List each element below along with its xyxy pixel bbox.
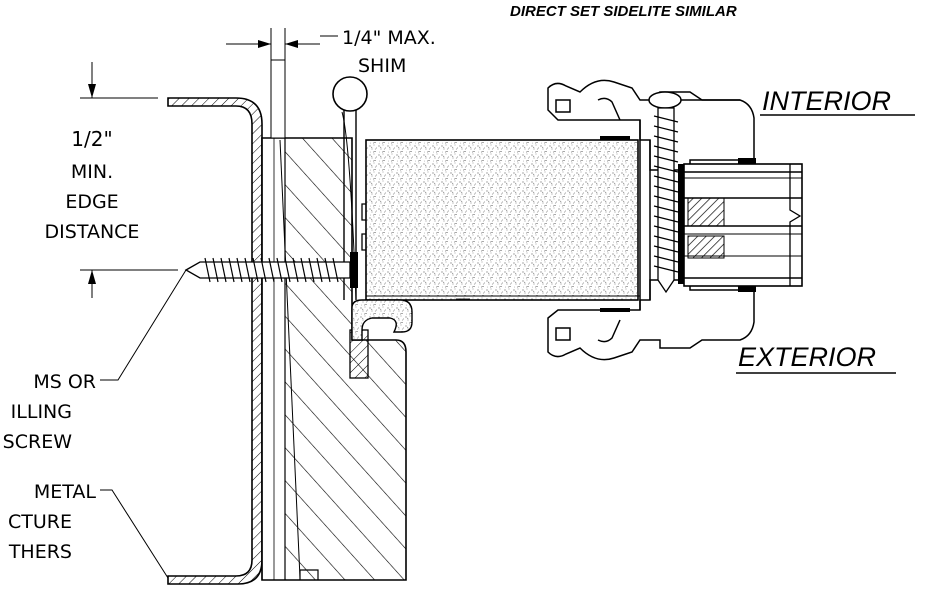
- interior-label: INTERIOR: [762, 86, 891, 116]
- leader-lines: [100, 35, 338, 579]
- metal-label-line1: METAL: [34, 481, 97, 503]
- screw-label-line3: SCREW: [3, 431, 73, 453]
- exterior-label: EXTERIOR: [738, 342, 876, 372]
- finish-nail: [332, 76, 368, 301]
- shim-label-line2: SHIM: [358, 55, 406, 77]
- metal-label-line3: THERS: [8, 541, 72, 563]
- screw-label-line2: ILLING: [11, 401, 72, 423]
- metal-label-line2: CTURE: [8, 511, 72, 533]
- edge-label-line4: DISTANCE: [45, 221, 140, 243]
- long-screw: [184, 252, 358, 288]
- metal-structure: [80, 97, 263, 585]
- edge-label-line1: 1/2": [71, 127, 112, 151]
- edge-distance-dimension: [88, 62, 96, 298]
- shim-dimension: [226, 28, 320, 139]
- glazing-screw: [653, 107, 679, 294]
- screw-label-line1: MS OR: [33, 371, 96, 393]
- glazing-frame: [547, 79, 755, 361]
- edge-label-line2: MIN.: [71, 161, 113, 183]
- detail-heading: DIRECT SET SIDELITE SIMILAR: [510, 3, 737, 20]
- shim-label-line1: 1/4" MAX.: [342, 27, 436, 49]
- edge-label-line3: EDGE: [65, 191, 118, 213]
- insulated-glass-unit: [600, 136, 803, 312]
- foam-core-panel: [365, 139, 640, 301]
- weatherstrip: [351, 299, 413, 341]
